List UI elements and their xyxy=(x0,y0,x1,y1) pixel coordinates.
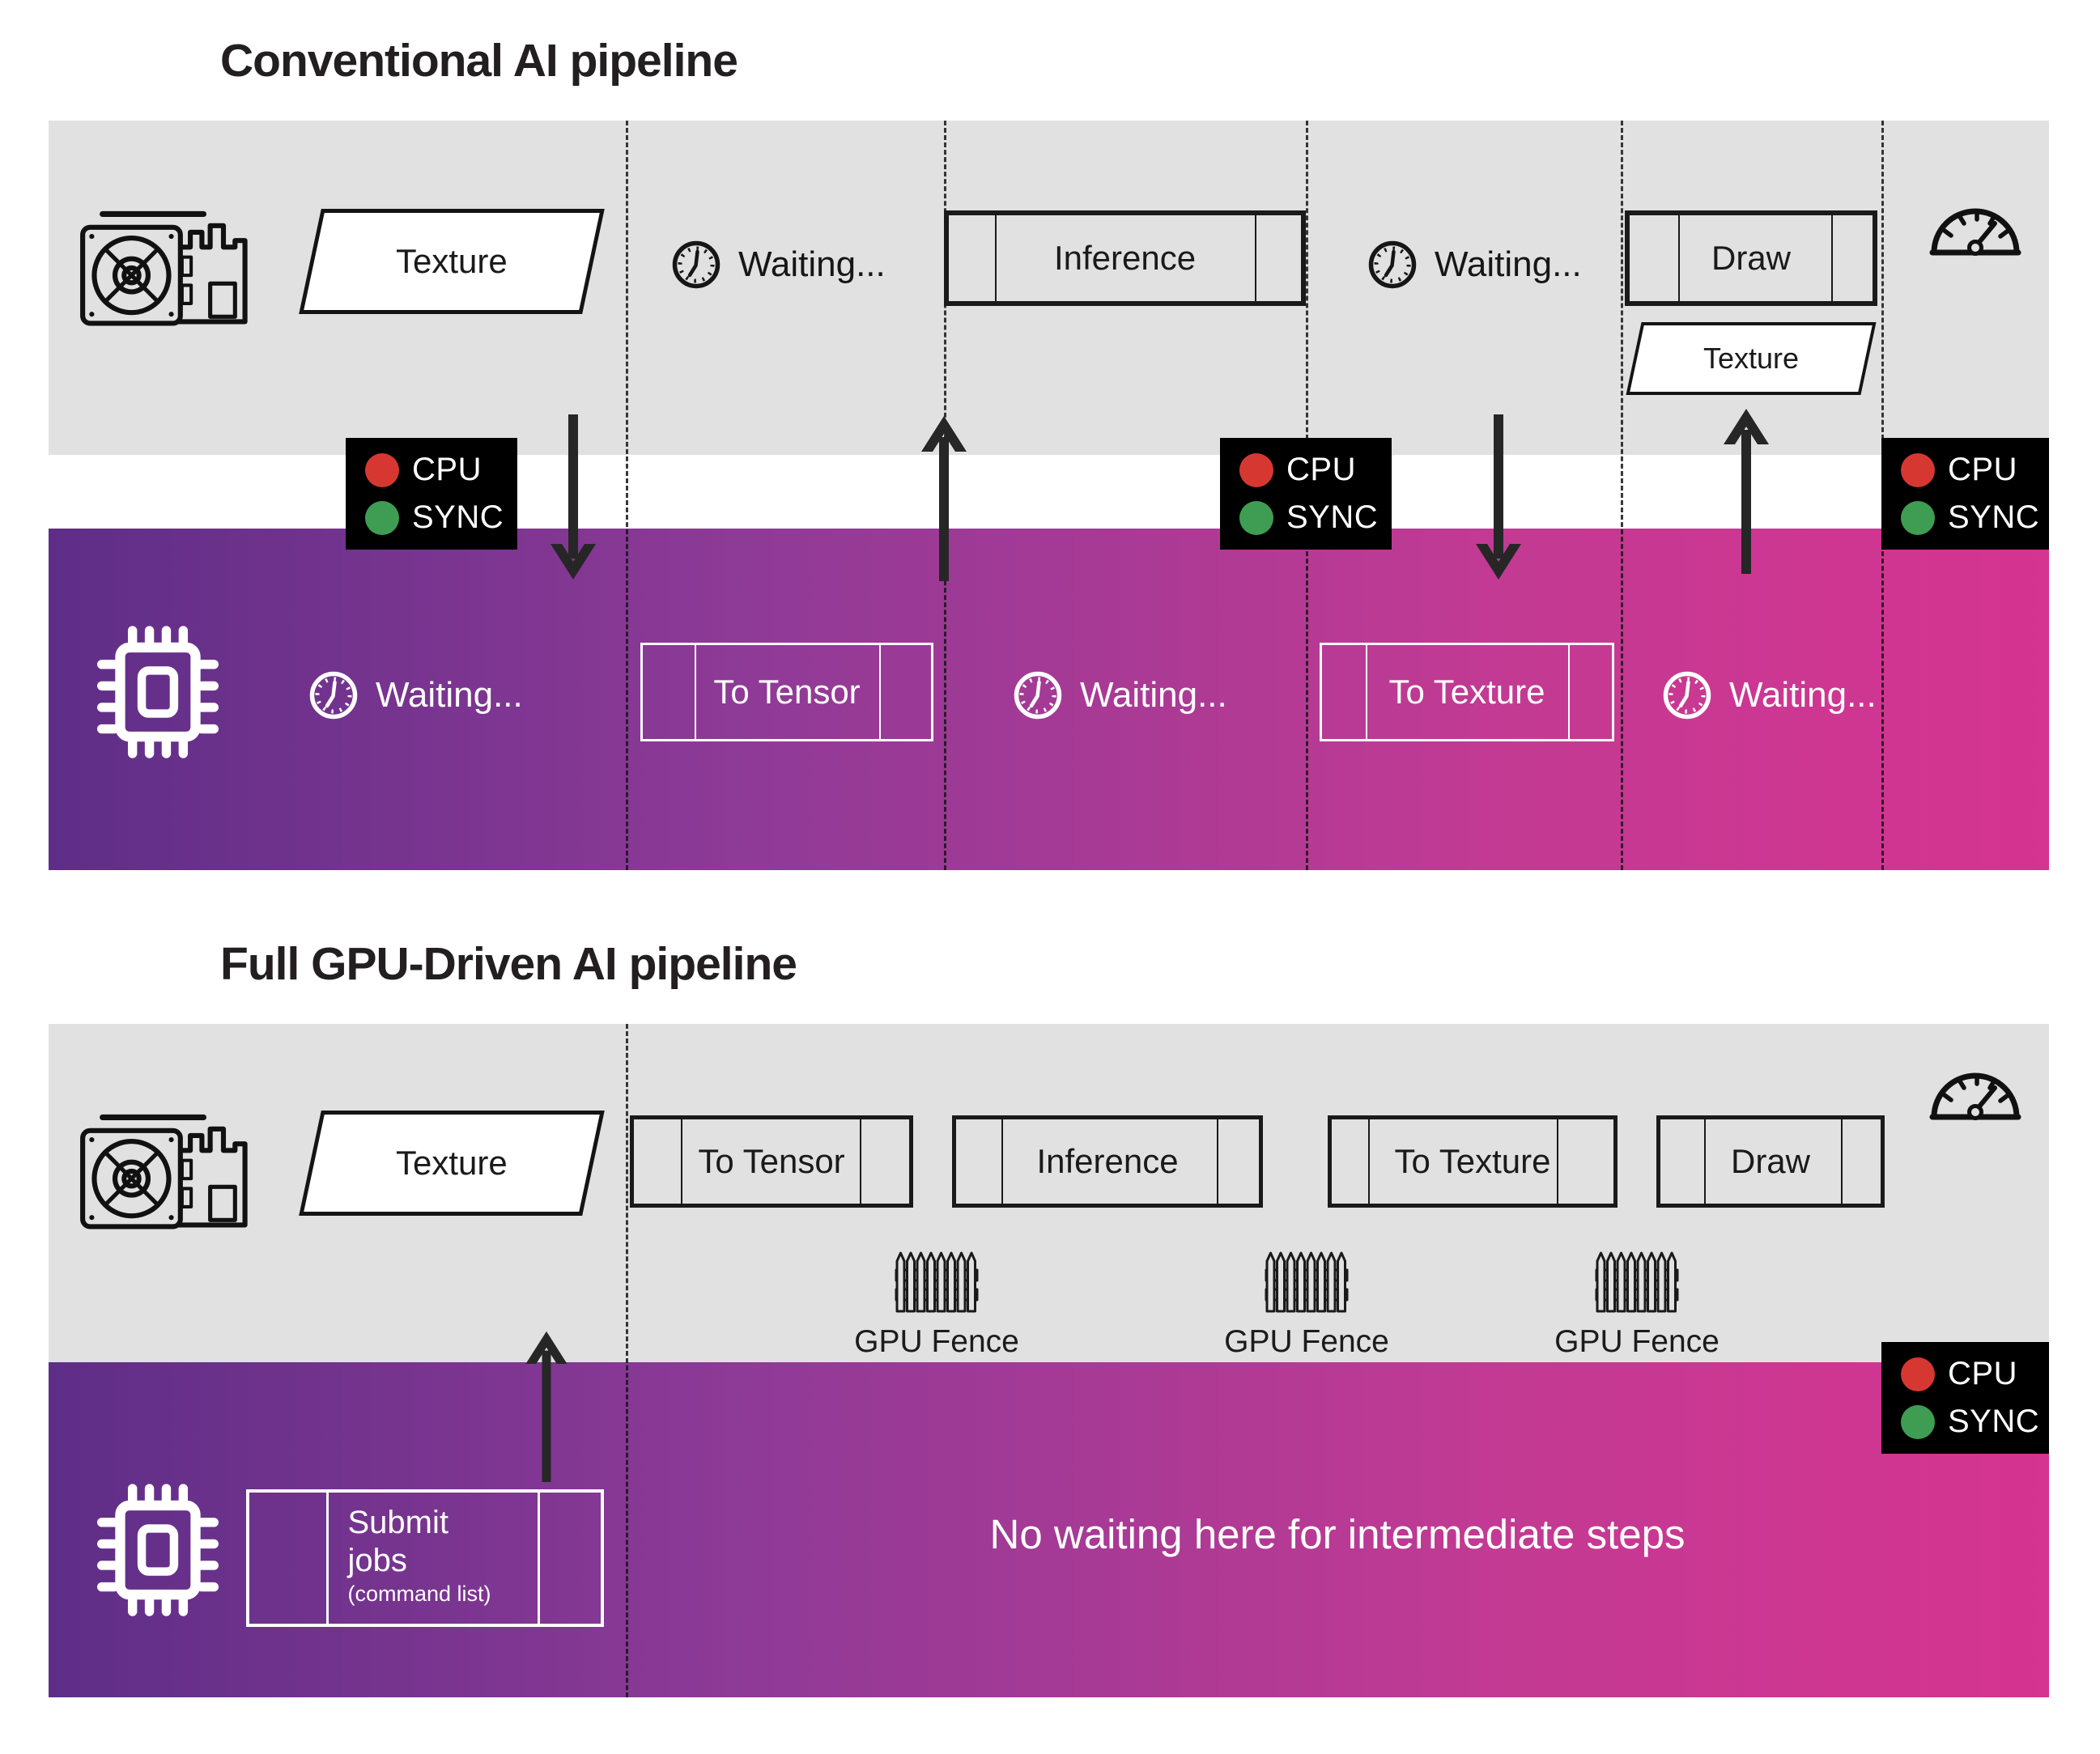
timeline-divider xyxy=(626,121,628,870)
sync-arrow-up-icon xyxy=(523,1330,570,1482)
cpu-label: CPU xyxy=(412,452,482,487)
clock-icon xyxy=(308,669,359,721)
sync-arrow-up-icon xyxy=(920,414,967,581)
waiting-indicator: Waiting... xyxy=(670,238,886,291)
cpu-chip-icon xyxy=(97,1478,219,1622)
diagram2-title: Full GPU-Driven AI pipeline xyxy=(220,938,797,990)
gpu-fence-icon xyxy=(1595,1251,1679,1314)
sync-dot xyxy=(365,500,399,535)
clock-icon xyxy=(1661,669,1713,721)
sync-label: SYNC xyxy=(1286,499,1379,535)
to-tensor-label: To Tensor xyxy=(713,673,861,711)
waiting-label: Waiting... xyxy=(376,675,523,715)
cpu-dot xyxy=(1901,452,1935,487)
texture-label: Texture xyxy=(396,242,508,280)
waiting-indicator: Waiting... xyxy=(1661,669,1877,722)
clock-icon xyxy=(670,239,722,291)
waiting-label: Waiting... xyxy=(738,244,886,284)
diagram1-title: Conventional AI pipeline xyxy=(220,35,738,87)
sync-label: SYNC xyxy=(1948,499,2040,535)
waiting-label: Waiting... xyxy=(1729,675,1877,715)
texture-parallelogram: Texture xyxy=(299,209,605,314)
sync-dot xyxy=(1901,1404,1935,1439)
gpu-fence-icon xyxy=(895,1251,979,1314)
cpu-dot xyxy=(1239,452,1273,487)
cpu-sync-badge: CPU SYNC xyxy=(1881,438,2049,550)
sync-label: SYNC xyxy=(1948,1404,2040,1439)
speedometer-icon xyxy=(1927,1057,2024,1125)
sync-dot xyxy=(1901,500,1935,535)
texture-label: Texture xyxy=(1703,342,1800,375)
task-box-inference: Inference xyxy=(952,1115,1263,1208)
clock-icon xyxy=(1367,239,1418,291)
diagram1-cpu-lane xyxy=(49,529,2049,870)
inference-label: Inference xyxy=(1036,1142,1179,1180)
cpu-sync-badge: CPU SYNC xyxy=(1220,438,1392,550)
waiting-label: Waiting... xyxy=(1435,244,1582,284)
inference-label: Inference xyxy=(1053,239,1197,277)
draw-label: Draw xyxy=(1730,1142,1810,1180)
gpu-card-icon xyxy=(78,1107,260,1240)
submit-jobs-box: Submit jobs (command list) xyxy=(246,1489,604,1627)
cpu-dot xyxy=(1901,1357,1935,1391)
gpu-card-icon xyxy=(78,204,260,337)
task-box-draw: Draw xyxy=(1625,210,1877,306)
task-box-inference: Inference xyxy=(944,210,1306,306)
draw-label: Draw xyxy=(1711,239,1791,277)
to-texture-label: To Texture xyxy=(1388,673,1545,711)
cpu-label: CPU xyxy=(1286,452,1356,487)
waiting-indicator: Waiting... xyxy=(1012,669,1227,722)
gpu-fence-label: GPU Fence xyxy=(1554,1324,1720,1359)
to-texture-label: To Texture xyxy=(1394,1142,1551,1180)
waiting-label: Waiting... xyxy=(1080,675,1227,715)
clock-icon xyxy=(1012,669,1064,721)
cpu-chip-icon xyxy=(97,620,219,764)
task-box-to-texture: To Texture xyxy=(1320,643,1614,741)
task-box-to-tensor: To Tensor xyxy=(640,643,933,741)
to-tensor-label: To Tensor xyxy=(698,1142,845,1180)
waiting-indicator: Waiting... xyxy=(308,669,523,722)
task-box-to-texture: To Texture xyxy=(1328,1115,1618,1208)
cpu-label: CPU xyxy=(1948,1356,2017,1391)
sync-arrow-down-icon xyxy=(1475,414,1522,581)
texture-parallelogram: Texture xyxy=(1626,322,1877,395)
sync-arrow-down-icon xyxy=(550,414,597,581)
texture-label: Texture xyxy=(396,1144,508,1182)
cpu-sync-badge: CPU SYNC xyxy=(346,438,517,550)
sync-dot xyxy=(1239,500,1273,535)
no-waiting-note: No waiting here for intermediate steps xyxy=(989,1511,1686,1557)
sync-arrow-up-icon xyxy=(1723,400,1770,581)
cpu-sync-badge: CPU SYNC xyxy=(1881,1342,2049,1454)
task-box-to-tensor: To Tensor xyxy=(630,1115,913,1208)
submit-label-line2: jobs xyxy=(347,1543,407,1579)
gpu-fence-label: GPU Fence xyxy=(1224,1324,1389,1359)
timeline-divider xyxy=(1621,121,1623,870)
gpu-fence-label: GPU Fence xyxy=(854,1324,1019,1359)
waiting-indicator: Waiting... xyxy=(1367,238,1582,291)
cpu-dot xyxy=(365,452,399,487)
timeline-divider xyxy=(626,1024,628,1697)
cpu-label: CPU xyxy=(1948,452,2017,487)
texture-parallelogram: Texture xyxy=(299,1111,605,1216)
speedometer-icon xyxy=(1927,193,2024,261)
command-list-note: (command list) xyxy=(347,1582,491,1607)
sync-label: SYNC xyxy=(412,499,504,535)
submit-label-line1: Submit xyxy=(347,1505,448,1540)
task-box-draw: Draw xyxy=(1656,1115,1885,1208)
diagram2-cpu-lane xyxy=(49,1362,2049,1697)
gpu-fence-icon xyxy=(1265,1251,1349,1314)
